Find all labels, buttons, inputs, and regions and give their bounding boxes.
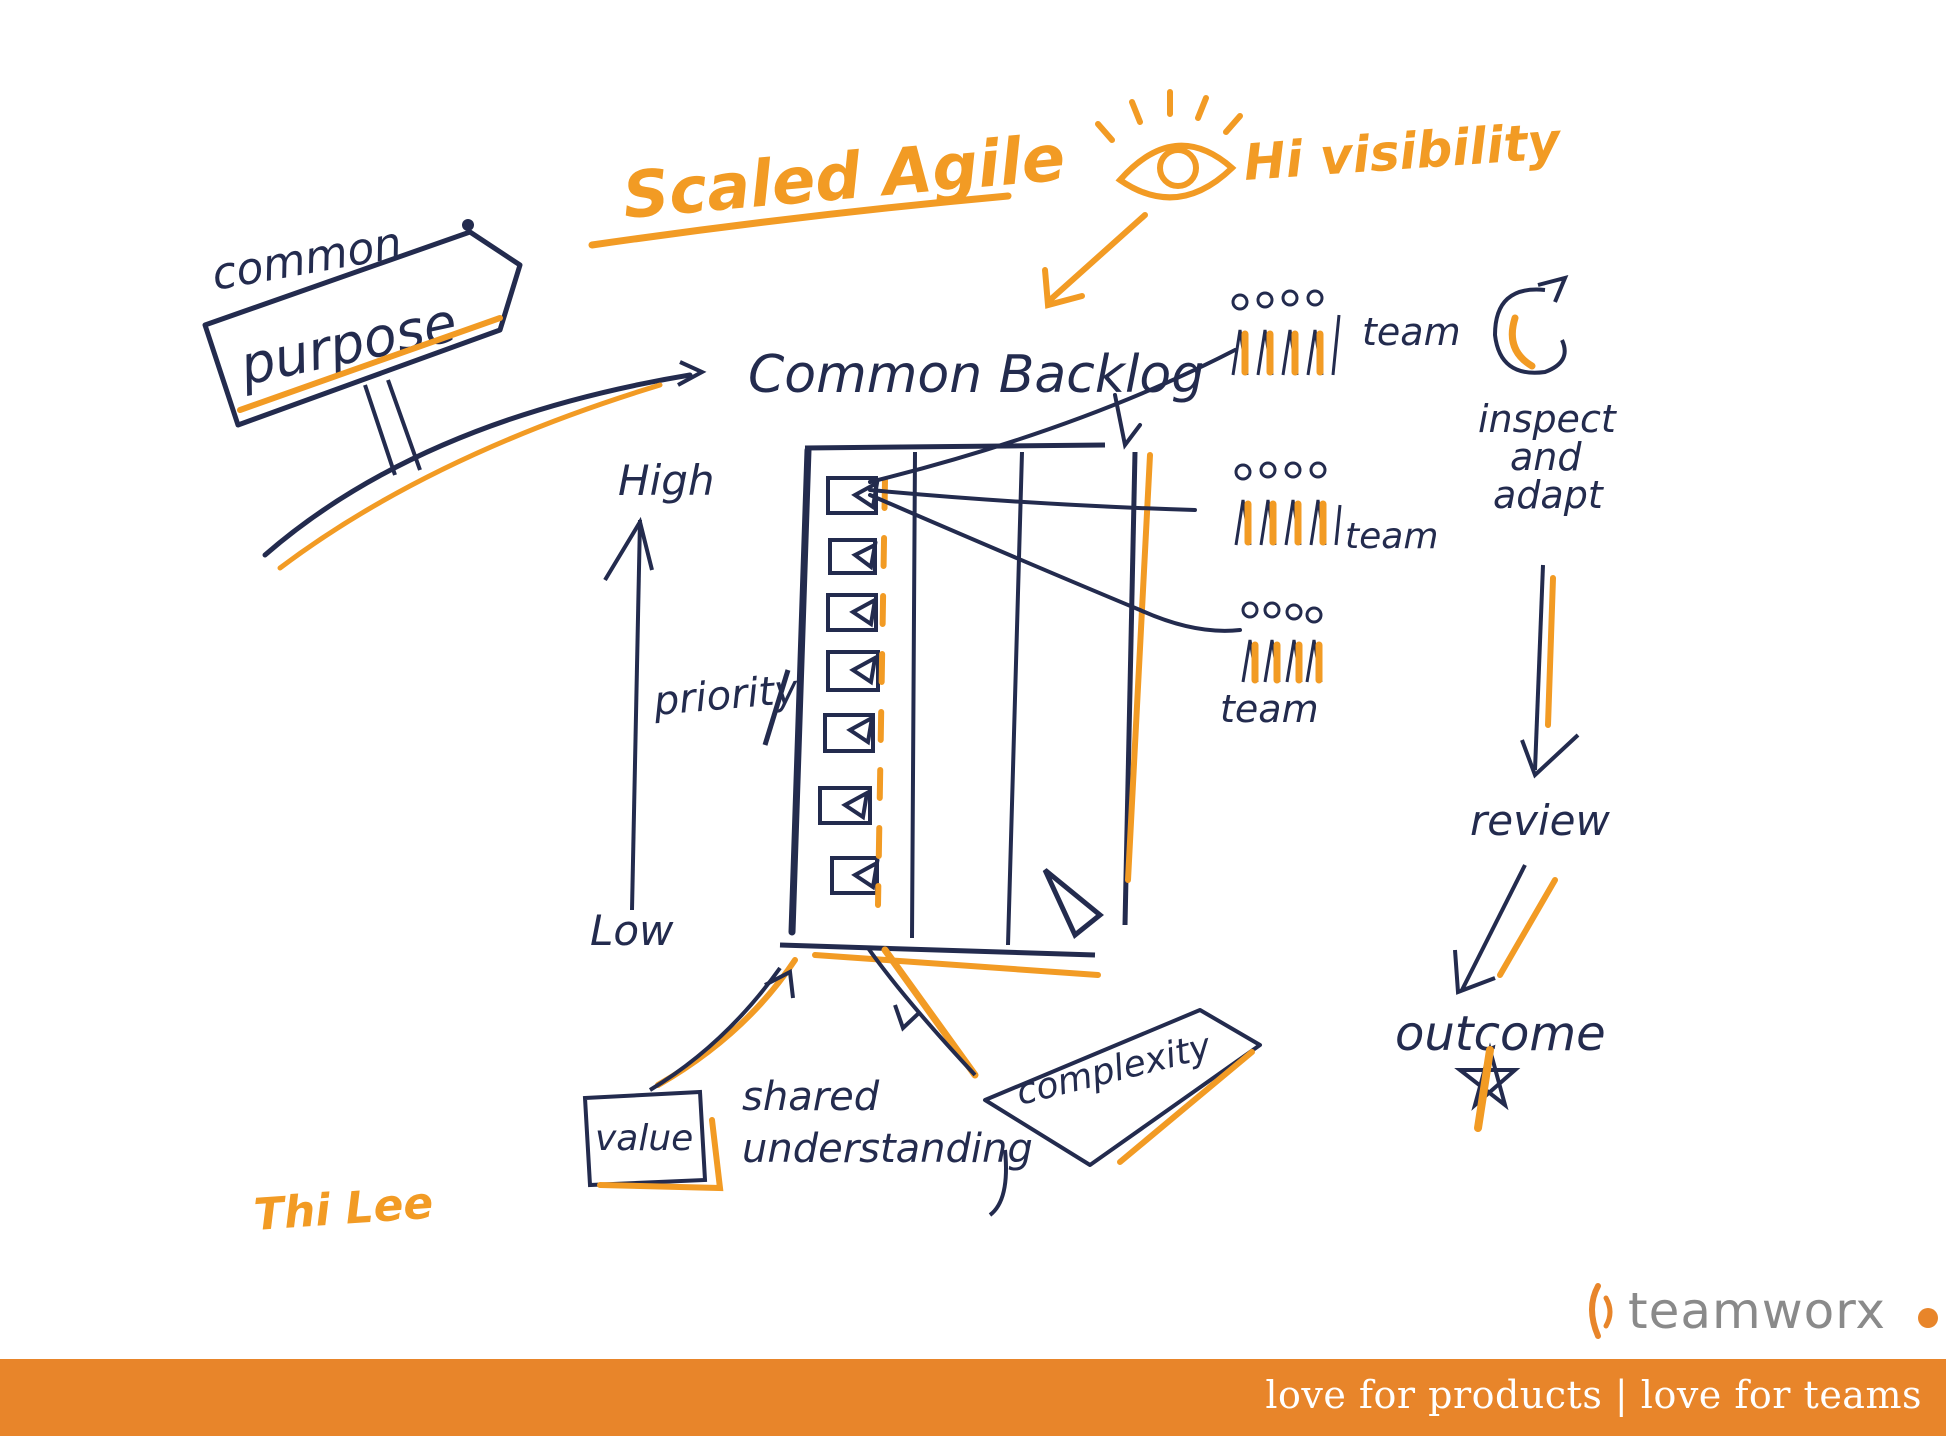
cycle-arrowhead-icon — [1537, 275, 1569, 303]
complexity-note-highlight — [1117, 1049, 1255, 1165]
team-connectors — [868, 348, 1242, 633]
bottom-group: value shared understanding complexity — [582, 946, 1262, 1217]
priority-arrowhead-icon — [603, 516, 654, 582]
team-1-highlight — [1241, 330, 1324, 376]
board-bottom-highlight — [812, 952, 1101, 978]
complexity-link — [866, 946, 977, 1077]
shared-label: shared — [742, 1074, 880, 1120]
eye-icon — [1095, 89, 1243, 201]
board-left — [788, 446, 812, 936]
title-group: Scaled Agile — [588, 122, 1068, 249]
complexity-link-highlight — [881, 946, 979, 1079]
backlog-group: Common Backlog High priority Low — [590, 345, 1242, 978]
team-3-people-icon — [1241, 601, 1323, 683]
board-right-highlight — [1125, 452, 1153, 883]
visibility-arrowhead-icon — [1042, 267, 1085, 309]
review-arrowhead-icon — [1520, 733, 1580, 779]
understanding-tail — [988, 1149, 1008, 1217]
team-2-label: team — [1345, 516, 1438, 557]
signpost-pole — [363, 379, 422, 476]
outcome-arrow — [1460, 864, 1527, 991]
path-curve-highlight — [277, 382, 663, 571]
author-signature: Thi Lee — [252, 1178, 435, 1241]
visibility-arrow — [1047, 212, 1148, 303]
complexity-note — [983, 1008, 1262, 1167]
signpost: common purpose — [202, 217, 707, 571]
team-1-label: team — [1362, 310, 1461, 354]
priority-high-label: High — [618, 456, 715, 505]
and-label: and — [1510, 435, 1582, 479]
review-label: review — [1470, 796, 1610, 845]
board-bottom — [779, 942, 1096, 958]
cycle-group: inspect and adapt review outcome — [1395, 275, 1618, 1132]
cycle-icon — [1492, 287, 1567, 375]
team-3: team — [1220, 601, 1323, 731]
logo-text: teamworx — [1628, 1282, 1886, 1340]
team-2-highlight — [1244, 500, 1327, 546]
logo-dot — [1918, 1308, 1938, 1328]
path-arrowhead-icon — [677, 360, 707, 387]
priority-axis — [630, 519, 642, 911]
backlog-cards-highlight — [875, 477, 888, 908]
inspect-label: inspect — [1478, 397, 1618, 441]
team-3-highlight — [1251, 641, 1323, 684]
visibility-label: Hi visibility — [1242, 112, 1564, 192]
priority-low-label: Low — [590, 906, 674, 955]
signpost-board — [202, 229, 523, 428]
signpost-underline — [237, 315, 503, 413]
complexity-arrowhead-icon — [893, 1004, 922, 1032]
footer-tagline: love for products | love for teams — [1265, 1373, 1922, 1417]
outcome-label: outcome — [1395, 1006, 1606, 1062]
review-arrow-highlight — [1545, 575, 1556, 728]
team-1-people-icon — [1231, 289, 1341, 376]
backlog-title: Common Backlog — [748, 345, 1204, 405]
team-2-people-icon — [1234, 461, 1342, 546]
team-3-label: team — [1220, 687, 1319, 731]
value-note-highlight — [597, 1117, 724, 1192]
value-label: value — [595, 1118, 693, 1159]
board-right — [1122, 451, 1138, 926]
outcome-arrow-highlight — [1497, 877, 1558, 978]
title-underline — [588, 192, 1012, 249]
review-arrow — [1533, 564, 1545, 771]
path-curve — [262, 372, 693, 558]
priority-tick — [762, 669, 791, 746]
outcome-arrowhead-icon — [1453, 949, 1496, 995]
cycle-highlight — [1508, 314, 1536, 370]
adapt-label: adapt — [1493, 473, 1605, 517]
value-arrowhead-icon — [764, 968, 795, 999]
board-top — [804, 442, 1106, 451]
backlog-cards — [818, 476, 880, 895]
title-scaled-agile: Scaled Agile — [620, 122, 1068, 234]
team-1: team — [1231, 289, 1461, 376]
board-columns — [910, 451, 1024, 946]
value-link — [648, 966, 782, 1092]
value-note — [582, 1089, 708, 1188]
team-2: team — [1234, 461, 1438, 557]
visibility-group: Hi visibility — [1042, 89, 1564, 309]
board-corner-curl — [1042, 868, 1104, 939]
outcome-star-highlight — [1474, 1046, 1494, 1132]
teams-group: team team team — [1220, 289, 1461, 731]
logo-mark-icon — [1589, 1283, 1613, 1339]
teamworx-logo: teamworx — [1584, 1278, 1940, 1350]
footer-bar: love for products | love for teams — [0, 1359, 1946, 1436]
understanding-label: understanding — [742, 1126, 1033, 1172]
